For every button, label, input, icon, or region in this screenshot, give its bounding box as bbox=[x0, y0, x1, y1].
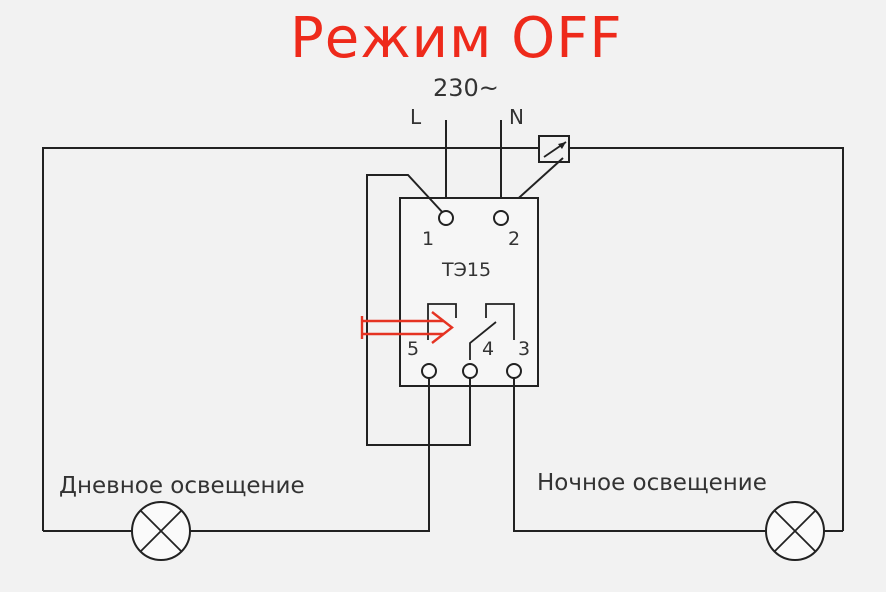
terminal-2 bbox=[493, 210, 509, 226]
day-output-wire bbox=[190, 378, 430, 532]
outer-wire bbox=[42, 147, 844, 531]
terminal-3 bbox=[506, 363, 522, 379]
page-title: Режим OFF bbox=[290, 6, 623, 71]
terminal-1-label: 1 bbox=[422, 228, 434, 250]
night-lighting-label: Ночное освещение bbox=[537, 470, 767, 496]
terminal-5 bbox=[421, 363, 437, 379]
night-lamp-icon bbox=[765, 501, 825, 561]
double-line-arrow-icon bbox=[360, 311, 454, 344]
night-output-wire bbox=[513, 378, 765, 532]
terminal-4-label: 4 bbox=[482, 338, 494, 360]
terminal-5-label: 5 bbox=[407, 338, 419, 360]
loop-wire bbox=[366, 174, 471, 446]
contact-switch bbox=[469, 321, 497, 360]
day-lamp-icon bbox=[131, 501, 191, 561]
contact-right bbox=[485, 303, 515, 340]
device-name: ТЭ15 bbox=[441, 259, 491, 281]
supply-voltage-label: 230~ bbox=[433, 74, 499, 102]
terminal-2-label: 2 bbox=[508, 228, 520, 250]
photo-sensor-icon bbox=[538, 135, 570, 163]
terminal-4 bbox=[462, 363, 478, 379]
terminal-3-label: 3 bbox=[518, 338, 530, 360]
terminal-1 bbox=[438, 210, 454, 226]
day-lighting-label: Дневное освещение bbox=[59, 473, 305, 499]
phase-label: L bbox=[410, 105, 422, 129]
neutral-label: N bbox=[509, 105, 524, 129]
